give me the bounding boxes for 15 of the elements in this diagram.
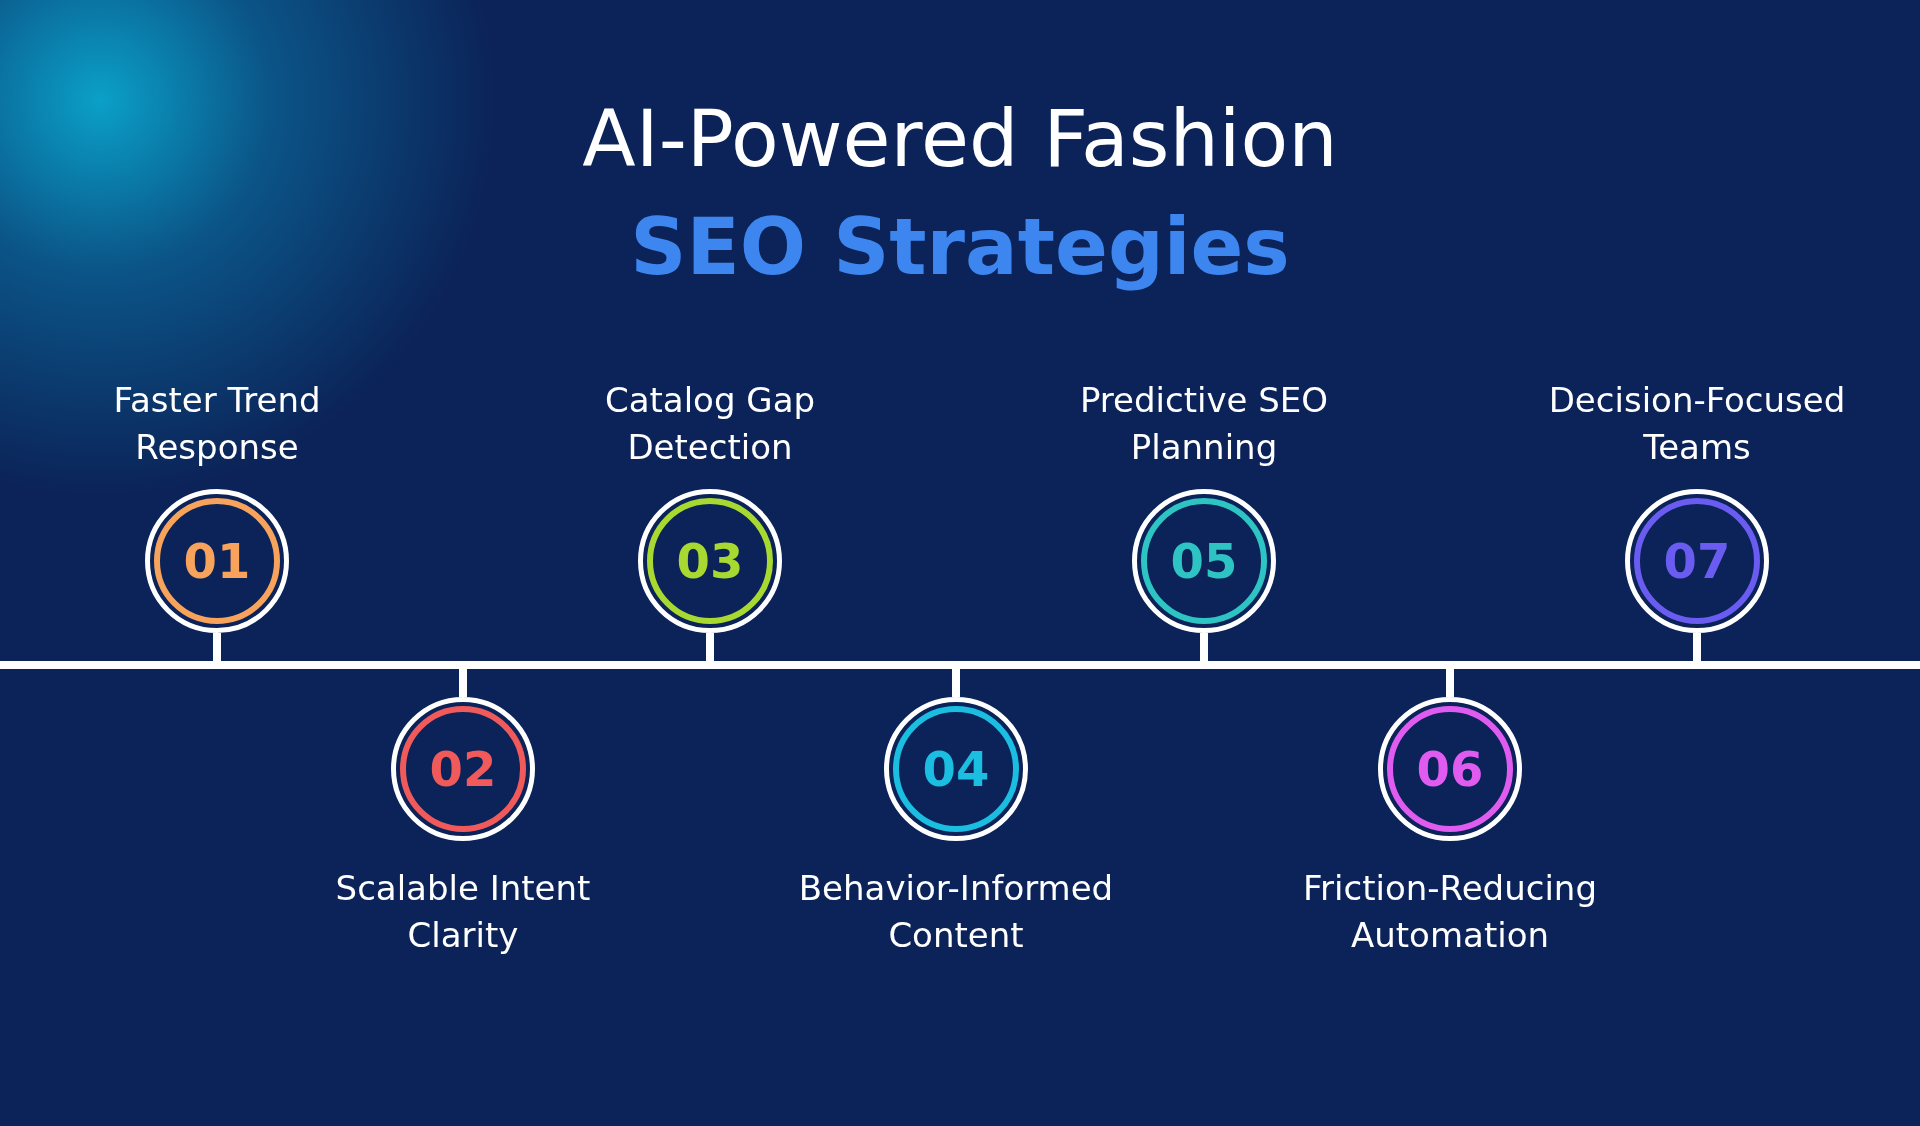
step-number: 07 <box>1663 533 1731 589</box>
step-label: Friction-Reducing Automation <box>1302 867 1598 957</box>
step-label: Decision-Focused Teams <box>1547 379 1847 469</box>
step-number: 03 <box>676 533 744 589</box>
step-label: Predictive SEO Planning <box>1078 379 1330 469</box>
step-number: 06 <box>1416 741 1484 797</box>
step-label: Catalog Gap Detection <box>603 379 817 469</box>
step-number: 02 <box>429 741 497 797</box>
step-number: 01 <box>183 533 251 589</box>
step-label: Behavior-Informed Content <box>797 867 1115 957</box>
step-number: 05 <box>1170 533 1238 589</box>
step-label: Faster Trend Response <box>112 379 322 469</box>
step-label: Scalable Intent Clarity <box>334 867 592 957</box>
title: AI-Powered Fashion SEO Strategies <box>581 93 1339 294</box>
step-number: 04 <box>922 741 990 797</box>
